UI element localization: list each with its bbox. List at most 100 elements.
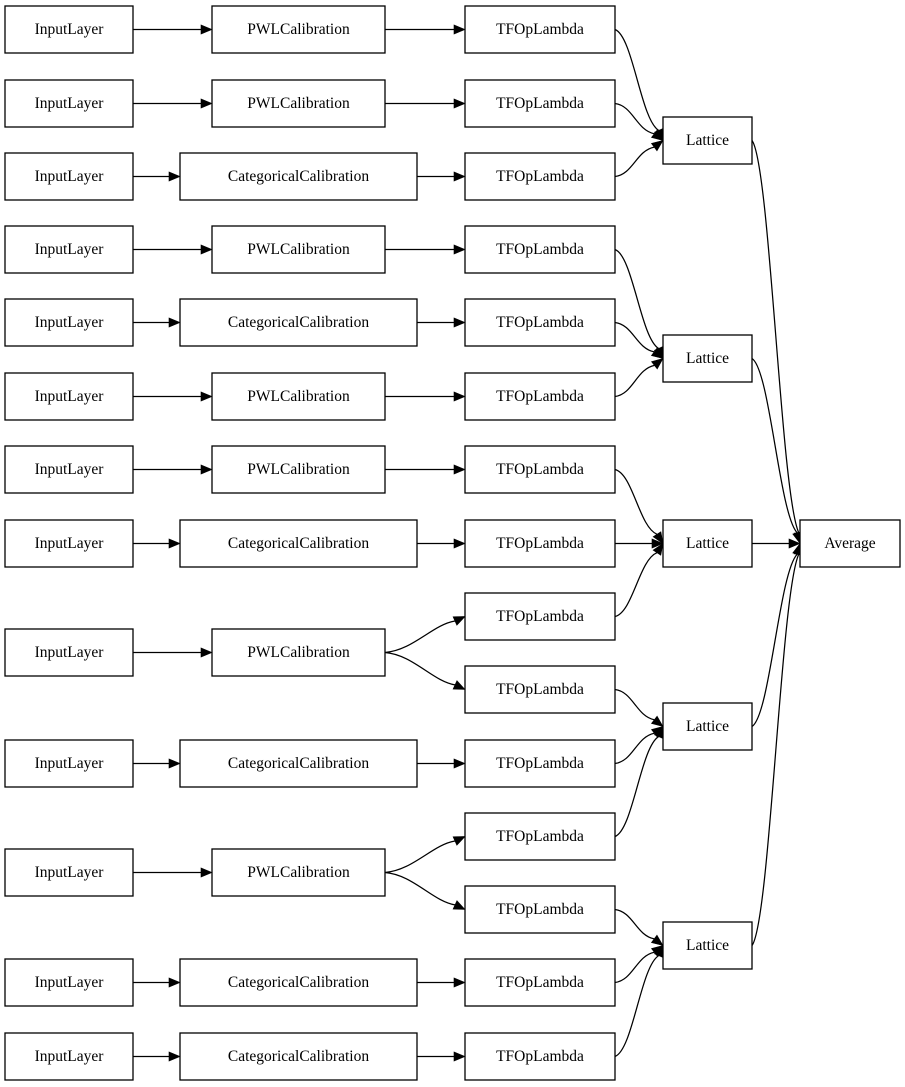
node-in12[interactable]: InputLayer	[4, 958, 134, 1007]
edge-line	[614, 364, 655, 398]
node-box-input-layer[interactable]	[4, 445, 134, 494]
node-box-categorical-calibration[interactable]	[179, 152, 418, 201]
arrowhead-icon	[453, 538, 466, 549]
node-box-tfop-lambda[interactable]	[464, 5, 616, 54]
node-box-input-layer[interactable]	[4, 1032, 134, 1081]
node-cal1[interactable]: PWLCalibration	[211, 5, 386, 54]
node-box-tfop-lambda[interactable]	[464, 665, 616, 714]
node-box-input-layer[interactable]	[4, 79, 134, 128]
node-box-pwlcalibration[interactable]	[211, 225, 386, 274]
arrowhead-icon	[651, 538, 664, 549]
node-cal9[interactable]: PWLCalibration	[211, 628, 386, 677]
node-in8[interactable]: InputLayer	[4, 519, 134, 568]
node-in4[interactable]: InputLayer	[4, 225, 134, 274]
node-op14[interactable]: TFOpLambda	[464, 958, 616, 1007]
node-box-tfop-lambda[interactable]	[464, 812, 616, 861]
node-cal7[interactable]: PWLCalibration	[211, 445, 386, 494]
node-box-categorical-calibration[interactable]	[179, 298, 418, 347]
node-cal2[interactable]: PWLCalibration	[211, 79, 386, 128]
node-box-tfop-lambda[interactable]	[464, 519, 616, 568]
node-op4[interactable]: TFOpLambda	[464, 225, 616, 274]
node-box-average[interactable]	[799, 519, 901, 568]
node-box-tfop-lambda[interactable]	[464, 592, 616, 641]
node-box-categorical-calibration[interactable]	[179, 1032, 418, 1081]
node-box-input-layer[interactable]	[4, 225, 134, 274]
node-in6[interactable]: InputLayer	[4, 372, 134, 421]
node-box-lattice[interactable]	[662, 334, 753, 383]
node-in7[interactable]: InputLayer	[4, 445, 134, 494]
node-box-tfop-lambda[interactable]	[464, 152, 616, 201]
node-in11[interactable]: InputLayer	[4, 848, 134, 897]
node-lat5[interactable]: Lattice	[662, 921, 753, 970]
node-box-categorical-calibration[interactable]	[179, 958, 418, 1007]
node-cal4[interactable]: PWLCalibration	[211, 225, 386, 274]
node-op6[interactable]: TFOpLambda	[464, 372, 616, 421]
node-cal11[interactable]: PWLCalibration	[211, 848, 386, 897]
node-box-input-layer[interactable]	[4, 739, 134, 788]
node-cal10[interactable]: CategoricalCalibration	[179, 739, 418, 788]
node-op3[interactable]: TFOpLambda	[464, 152, 616, 201]
node-cal13[interactable]: CategoricalCalibration	[179, 1032, 418, 1081]
node-avg[interactable]: Average	[799, 519, 901, 568]
node-box-input-layer[interactable]	[4, 519, 134, 568]
node-op15[interactable]: TFOpLambda	[464, 1032, 616, 1081]
node-box-pwlcalibration[interactable]	[211, 628, 386, 677]
node-box-input-layer[interactable]	[4, 628, 134, 677]
node-box-input-layer[interactable]	[4, 298, 134, 347]
node-box-pwlcalibration[interactable]	[211, 848, 386, 897]
node-box-pwlcalibration[interactable]	[211, 5, 386, 54]
node-box-tfop-lambda[interactable]	[464, 958, 616, 1007]
node-box-tfop-lambda[interactable]	[464, 445, 616, 494]
node-box-input-layer[interactable]	[4, 152, 134, 201]
node-lat3[interactable]: Lattice	[662, 519, 753, 568]
node-op9[interactable]: TFOpLambda	[464, 592, 616, 641]
node-cal12[interactable]: CategoricalCalibration	[179, 958, 418, 1007]
node-op7[interactable]: TFOpLambda	[464, 445, 616, 494]
node-box-lattice[interactable]	[662, 116, 753, 165]
node-cal3[interactable]: CategoricalCalibration	[179, 152, 418, 201]
node-box-tfop-lambda[interactable]	[464, 225, 616, 274]
node-in5[interactable]: InputLayer	[4, 298, 134, 347]
node-box-categorical-calibration[interactable]	[179, 519, 418, 568]
node-lat1[interactable]: Lattice	[662, 116, 753, 165]
node-op10[interactable]: TFOpLambda	[464, 665, 616, 714]
node-box-categorical-calibration[interactable]	[179, 739, 418, 788]
node-box-tfop-lambda[interactable]	[464, 1032, 616, 1081]
node-box-tfop-lambda[interactable]	[464, 885, 616, 934]
node-in9[interactable]: InputLayer	[4, 628, 134, 677]
node-box-pwlcalibration[interactable]	[211, 79, 386, 128]
node-in2[interactable]: InputLayer	[4, 79, 134, 128]
node-op11[interactable]: TFOpLambda	[464, 739, 616, 788]
node-cal6[interactable]: PWLCalibration	[211, 372, 386, 421]
node-box-tfop-lambda[interactable]	[464, 372, 616, 421]
node-box-lattice[interactable]	[662, 519, 753, 568]
edge-line	[751, 357, 798, 534]
edge-tfop-lambda-to-lattice	[614, 358, 664, 398]
node-box-input-layer[interactable]	[4, 5, 134, 54]
node-box-input-layer[interactable]	[4, 958, 134, 1007]
node-box-tfop-lambda[interactable]	[464, 739, 616, 788]
node-op2[interactable]: TFOpLambda	[464, 79, 616, 128]
node-box-tfop-lambda[interactable]	[464, 298, 616, 347]
node-box-pwlcalibration[interactable]	[211, 372, 386, 421]
node-cal5[interactable]: CategoricalCalibration	[179, 298, 418, 347]
edge-tfop-lambda-to-lattice	[614, 945, 664, 984]
node-in13[interactable]: InputLayer	[4, 1032, 134, 1081]
node-box-input-layer[interactable]	[4, 372, 134, 421]
node-op5[interactable]: TFOpLambda	[464, 298, 616, 347]
node-lat2[interactable]: Lattice	[662, 334, 753, 383]
node-op1[interactable]: TFOpLambda	[464, 5, 616, 54]
node-box-input-layer[interactable]	[4, 848, 134, 897]
node-in1[interactable]: InputLayer	[4, 5, 134, 54]
node-box-pwlcalibration[interactable]	[211, 445, 386, 494]
node-op12[interactable]: TFOpLambda	[464, 812, 616, 861]
node-box-tfop-lambda[interactable]	[464, 79, 616, 128]
node-in3[interactable]: InputLayer	[4, 152, 134, 201]
node-in10[interactable]: InputLayer	[4, 739, 134, 788]
node-op13[interactable]: TFOpLambda	[464, 885, 616, 934]
node-box-lattice[interactable]	[662, 702, 753, 751]
node-cal8[interactable]: CategoricalCalibration	[179, 519, 418, 568]
node-lat4[interactable]: Lattice	[662, 702, 753, 751]
node-box-lattice[interactable]	[662, 921, 753, 970]
node-op8[interactable]: TFOpLambda	[464, 519, 616, 568]
